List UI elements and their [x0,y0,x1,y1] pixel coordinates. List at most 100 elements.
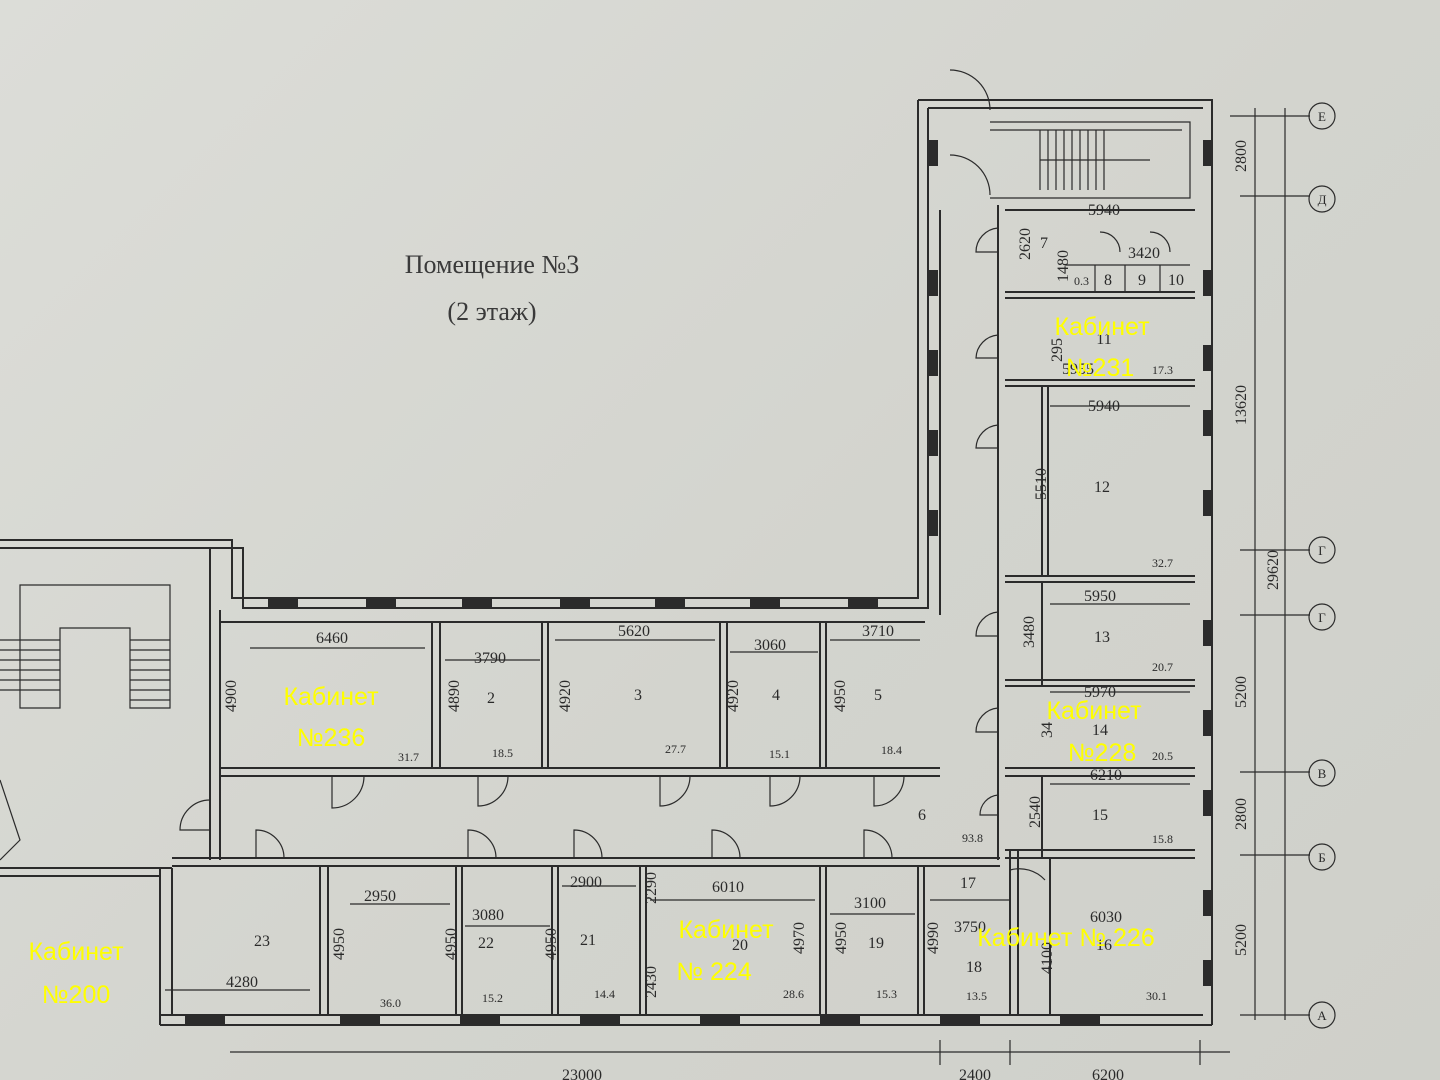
dim-chain-2400: 2400 [959,1067,991,1080]
dim-5950: 5950 [1084,588,1116,605]
dim-3060: 3060 [754,637,786,654]
room-number-19: 19 [868,935,884,952]
dim-34: 34 [1039,722,1056,738]
room-number-14: 14 [1092,722,1108,739]
area-room-2: 18.5 [492,746,513,760]
dim-4920-b: 4920 [725,680,742,712]
dim-chain-6200: 6200 [1092,1067,1124,1080]
room-number-11: 11 [1096,331,1111,348]
plan-subtitle: (2 этаж) [447,297,536,326]
dim-6010: 6010 [712,879,744,896]
label-cabinet-236-line2: №236 [297,724,366,752]
label-cabinet-228-line1: Кабинет [1046,697,1142,725]
dim-3080: 3080 [472,907,504,924]
room-numbers: 2 3 4 5 6 7 8 9 10 11 12 13 14 15 16 17 … [254,235,1184,976]
dim-5955: 5955 [1062,361,1094,378]
room-number-3: 3 [634,687,642,704]
axis-marker-g-lower: Г [1318,610,1326,625]
east-wing-rooms [1005,209,1195,859]
dim-2950: 2950 [364,888,396,905]
dim-6210: 6210 [1090,767,1122,784]
west-staircase [0,584,171,861]
area-room-22: 15.2 [482,991,503,1005]
label-cabinet-224-line2: № 224 [676,958,752,986]
dim-4950-c: 4950 [443,928,460,960]
axis-dimension-chain: 2800 13620 29620 5200 2800 5200 Е Д Г Г … [1230,102,1336,1029]
label-cabinet-200-line2: №200 [42,981,111,1009]
axis-marker-e: Е [1318,109,1326,124]
dim-2620: 2620 [1017,228,1034,260]
area-room-13: 20.7 [1152,660,1173,674]
area-room-3: 27.7 [665,742,686,756]
area-room-20: 28.6 [783,987,804,1001]
area-room-21: 14.4 [594,987,615,1001]
room-number-10: 10 [1168,272,1184,289]
room-number-16: 16 [1096,937,1112,954]
axis-marker-g-upper: Г [1318,543,1326,558]
dim-4950-d: 4950 [543,928,560,960]
area-room-1: 31.7 [398,750,419,764]
area-room-12: 32.7 [1152,556,1173,570]
south-row-rooms [165,850,1051,1015]
dim-3480: 3480 [1021,616,1038,648]
dim-chain-2800-top: 2800 [1233,140,1250,172]
area-room-16: 30.1 [1146,989,1167,1003]
area-room-11: 17.3 [1152,363,1173,377]
room-number-17: 17 [960,875,976,892]
room-areas: 31.7 18.5 27.7 15.1 18.4 0.3 17.3 32.7 2… [380,274,1173,1010]
dim-3710: 3710 [862,623,894,640]
dim-3420: 3420 [1128,245,1160,262]
dim-4920-a: 4920 [557,680,574,712]
dim-4900: 4900 [223,680,240,712]
doors [179,69,1171,881]
dim-chain-5200-bottom: 5200 [1233,924,1250,956]
dim-chain-23000: 23000 [562,1067,602,1080]
label-cabinet-224-line1: Кабинет [678,916,774,944]
area-room-19: 15.3 [876,987,897,1001]
dim-4950-e: 4950 [833,922,850,954]
dim-2430: 2430 [643,966,660,998]
label-cabinet-231-line1: Кабинет [1054,313,1150,341]
dim-chain-29620: 29620 [1265,550,1282,590]
room-number-15: 15 [1092,807,1108,824]
dim-4950-a: 4950 [832,680,849,712]
windows [185,140,1213,1025]
dim-5940-mid: 5940 [1088,398,1120,415]
dim-4100: 4100 [1039,942,1056,974]
dim-4970: 4970 [791,922,808,954]
area-room-15: 15.8 [1152,832,1173,846]
room-number-8: 8 [1104,272,1112,289]
room-number-18: 18 [966,959,982,976]
dim-2900: 2900 [570,874,602,891]
label-cabinet-200-line1: Кабинет [28,938,124,966]
room-number-21: 21 [580,932,596,949]
dim-4950-b: 4950 [331,928,348,960]
room-number-2: 2 [487,690,495,707]
room-number-20: 20 [732,937,748,954]
area-room-10: 0.3 [1074,274,1089,288]
axis-marker-v: В [1318,766,1327,781]
area-room-4: 15.1 [769,747,790,761]
dim-5620: 5620 [618,623,650,640]
dim-5970: 5970 [1084,684,1116,701]
room-dimensions: 6460 3790 5620 3060 3710 5940 3420 5940 … [223,202,1160,998]
axis-marker-b: Б [1318,850,1325,865]
dim-3100: 3100 [854,895,886,912]
dim-295: 295 [1049,338,1066,362]
dim-3790: 3790 [474,650,506,667]
dim-chain-2800-bottom: 2800 [1233,798,1250,830]
axis-marker-d: Д [1318,192,1327,207]
room-number-4: 4 [772,687,780,704]
dim-4990: 4990 [925,922,942,954]
axis-marker-a: А [1317,1008,1327,1023]
label-cabinet-231-line2: №231 [1066,354,1135,382]
area-room-17: 93.8 [962,831,983,845]
room-number-23: 23 [254,933,270,950]
dim-2540: 2540 [1027,796,1044,828]
dim-6460: 6460 [316,630,348,647]
area-room-14: 20.5 [1152,749,1173,763]
room-number-22: 22 [478,935,494,952]
label-cabinet-228-line2: №228 [1068,739,1137,767]
dim-1480: 1480 [1055,250,1072,282]
dim-chain-13620: 13620 [1233,385,1250,425]
